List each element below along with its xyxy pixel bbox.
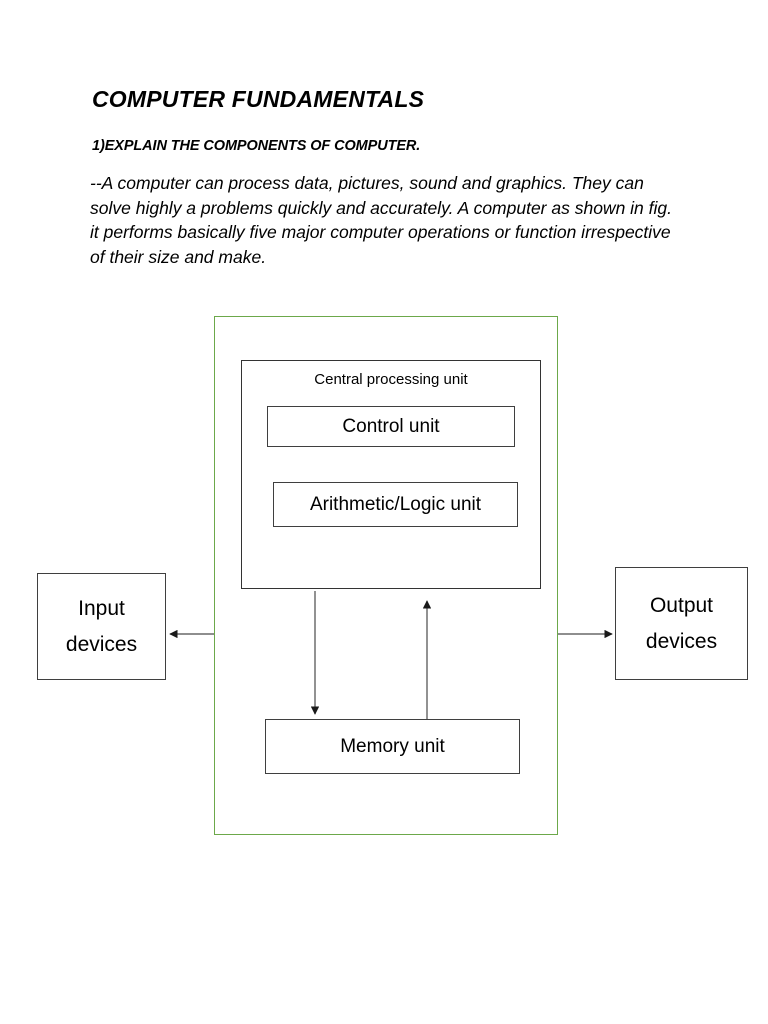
cpu-box: Central processing unit: [241, 360, 541, 589]
input-devices-box: Input devices: [37, 573, 166, 680]
intro-paragraph: --A computer can process data, pictures,…: [90, 173, 672, 267]
arithmetic-logic-unit-label: Arithmetic/Logic unit: [309, 493, 482, 515]
output-devices-label-line2: devices: [645, 629, 718, 653]
output-devices-label-line1: Output: [649, 593, 714, 617]
page-title: COMPUTER FUNDAMENTALS: [92, 86, 425, 112]
memory-unit-box: Memory unit: [265, 719, 520, 774]
input-devices-label-line2: devices: [65, 632, 138, 656]
control-unit-label: Control unit: [342, 415, 440, 437]
question-heading: 1)EXPLAIN THE COMPONENTS OF COMPUTER.: [92, 138, 421, 154]
output-devices-label: Output devices: [646, 588, 717, 660]
input-devices-label: Input devices: [66, 591, 137, 663]
cpu-label: Central processing unit: [314, 371, 468, 388]
memory-unit-label: Memory unit: [340, 735, 445, 757]
control-unit-box: Control unit: [267, 406, 515, 447]
arithmetic-logic-unit-box: Arithmetic/Logic unit: [273, 482, 518, 527]
input-devices-label-line1: Input: [78, 596, 125, 620]
output-devices-box: Output devices: [615, 567, 748, 680]
